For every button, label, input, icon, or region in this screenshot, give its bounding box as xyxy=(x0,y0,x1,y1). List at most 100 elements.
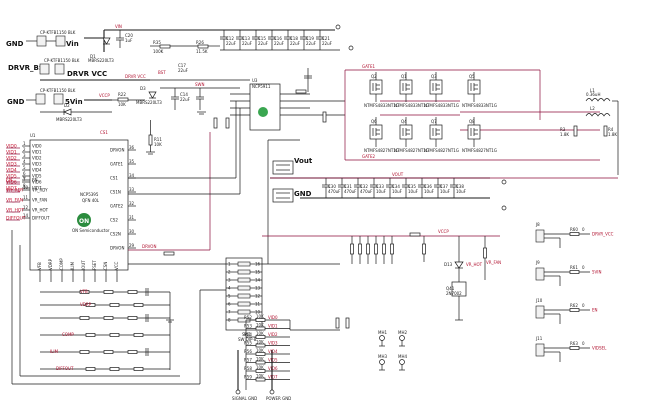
resistor-ref: R56 xyxy=(244,349,252,354)
controller-ic-u1: U1 NCP5395 QFN 40L ON ON Semiconductor xyxy=(29,133,129,271)
pin-number: 14 xyxy=(23,213,29,218)
resistor-ref: R52 xyxy=(244,315,252,320)
vr-fan-net-label: VR_FAN xyxy=(486,260,501,265)
mosfet-part: NTMFS4833NT1G xyxy=(424,103,459,108)
cap-ref: C13 xyxy=(242,36,250,41)
dip-pin-number: 4 xyxy=(228,285,231,290)
pin-name: FSET xyxy=(92,260,97,270)
u1-pin-ilim: ILIM xyxy=(70,261,75,282)
drvr-connector-block: DRVR_BST DRVR VCC CP-KTFB1150 BLK DRVR V… xyxy=(8,58,150,81)
cap-c14: C14 22uF xyxy=(171,88,191,110)
diode-d3: D3 MBRS220LT3 xyxy=(136,86,162,105)
pin-name: CSN xyxy=(103,262,108,270)
pin-number: 10 xyxy=(23,185,29,190)
cap-value: 22uF xyxy=(306,41,317,46)
u1-pin-csn: CSN xyxy=(103,262,108,282)
five-vin-label: 5Vin xyxy=(65,98,83,106)
pin-name: IOUT xyxy=(81,260,86,270)
vin-connector-label: CP-KTFB1150 BLK xyxy=(40,30,76,35)
vin-connector-block: GND Vin CP-KTFB1150 BLK xyxy=(6,30,105,52)
d3-ref: D3 xyxy=(140,86,146,91)
diffout-net-label: DIFFOUT xyxy=(56,366,74,371)
vr-hot-net-label: VR_HOT xyxy=(466,262,483,267)
dip-pin-number: 1 xyxy=(228,261,231,266)
pin-number: 36 xyxy=(129,145,135,150)
net-label: VR_FAN xyxy=(6,198,23,204)
c17-ref: C17 xyxy=(178,63,186,68)
current-sense-network: R3 1.8K R4 1.8K xyxy=(560,100,619,175)
cap-value: 10uF xyxy=(440,189,451,194)
cap-ref: C19 xyxy=(306,36,314,41)
d2-ref: D2 xyxy=(64,103,70,108)
pin-name: VR_RDY xyxy=(32,187,48,192)
inductor-l1: L1 0.36uH xyxy=(585,88,611,102)
dip-pin-number: 10 xyxy=(255,309,261,314)
pin-name: CS2 xyxy=(110,217,118,222)
jumper-resistor-value: 0 xyxy=(582,227,585,232)
vout-label: Vout xyxy=(294,157,313,165)
resistor-ref: R57 xyxy=(244,358,252,363)
net-label: VID6 xyxy=(6,180,17,186)
u1-pin-comp: COMP xyxy=(59,258,64,282)
cap-ref: C34 xyxy=(392,184,400,189)
dip-switch-toggle xyxy=(237,269,251,275)
cs-net-label: CS1 xyxy=(100,130,108,135)
pin-name: VID1 xyxy=(32,149,42,154)
gnd-top-label: GND xyxy=(6,40,24,48)
vin-connector-pos xyxy=(55,35,66,47)
mounting-hole-mh1: MH1 xyxy=(378,330,387,347)
r4-val: 1.8K xyxy=(608,132,617,137)
five-connector-label: CP-KTFB1150 BLK xyxy=(40,88,76,93)
pin-name: DRVON xyxy=(110,147,124,152)
cap-ref: C35 xyxy=(408,184,416,189)
u1-pin-fset: FSET xyxy=(92,260,97,282)
vid-net-label: VID3 xyxy=(268,341,278,346)
vdrp-net-label: VDRP xyxy=(80,302,92,307)
vcc-pullup-bus: VCCP xyxy=(262,229,500,237)
net-label: VR_RDY xyxy=(6,188,24,194)
pin-name: CS2N xyxy=(110,231,121,236)
r11-val: 10K xyxy=(154,142,162,147)
q41-ref: Q41 xyxy=(446,286,455,291)
pin-number: 35 xyxy=(129,159,135,164)
dip-pin-number: 6 xyxy=(228,301,231,306)
cap-ref: C38 xyxy=(456,184,464,189)
r4-ref: R4 xyxy=(608,127,614,132)
comp-resistor xyxy=(109,367,120,371)
d13-led-icon xyxy=(454,261,464,269)
drvr-vcc-net: DRVR VCC xyxy=(125,74,146,79)
ground-terminals: SIGNAL GND POWER GND xyxy=(232,350,291,401)
vin-rail: VIN xyxy=(104,24,354,51)
on-logo-text: ON xyxy=(79,218,89,225)
hole-ref: MH4 xyxy=(398,354,407,359)
resistor-value: 10K xyxy=(256,331,264,336)
bst-net-label: BST xyxy=(158,70,166,75)
vout-connector: Vout xyxy=(272,157,313,175)
comp-resistor xyxy=(127,350,138,354)
net-label: VID7 xyxy=(6,186,17,192)
mosfet-part: NTMFS4827NT1G xyxy=(424,148,459,153)
dip-switch-rows: 11621531441351261171089 xyxy=(226,261,262,323)
comp-resistor xyxy=(127,316,138,320)
comp-net-label: COMP xyxy=(62,332,74,337)
pin-number: 29 xyxy=(129,243,135,248)
mosfet-part: NTMFS4833NT1G xyxy=(462,103,497,108)
jumper-ref: J11 xyxy=(535,336,543,341)
